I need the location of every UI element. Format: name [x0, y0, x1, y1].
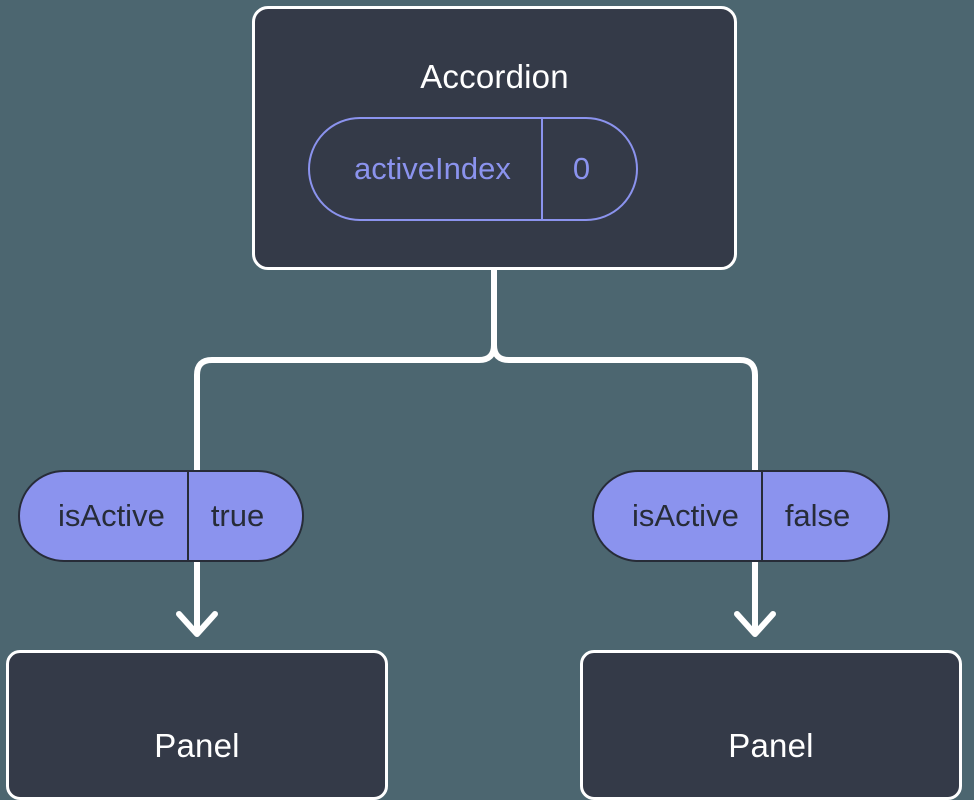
state-badge-key: activeIndex — [354, 151, 511, 186]
node-panel-left-title: Panel — [154, 726, 240, 764]
prop-pill-divider-left — [186, 472, 189, 560]
state-badge-divider — [540, 119, 543, 219]
state-badge-value: 0 — [572, 151, 591, 186]
prop-pill-key-left: isActive — [58, 498, 165, 533]
arrow-head-right — [734, 611, 776, 637]
prop-pill-value-left: true — [210, 498, 265, 533]
state-badge-active-index[interactable]: activeIndex 0 — [308, 117, 639, 221]
node-accordion-title: Accordion — [420, 58, 569, 95]
arrow-head-left — [176, 611, 218, 637]
prop-pill-is-active-true[interactable]: isActive true — [18, 470, 305, 562]
prop-pill-divider-right — [760, 472, 763, 560]
diagram-canvas: Accordion activeIndex 0 isActive true Pa… — [6, 6, 962, 800]
node-panel-left[interactable]: Panel — [6, 650, 388, 800]
prop-pill-key-right: isActive — [632, 498, 739, 533]
node-panel-right[interactable]: Panel — [580, 650, 962, 800]
node-panel-right-title: Panel — [728, 726, 814, 764]
prop-pill-value-right: false — [784, 498, 851, 533]
tree-fork-connector-right — [491, 342, 758, 473]
prop-pill-is-active-false[interactable]: isActive false — [592, 470, 891, 562]
tree-fork-connector — [194, 267, 497, 473]
